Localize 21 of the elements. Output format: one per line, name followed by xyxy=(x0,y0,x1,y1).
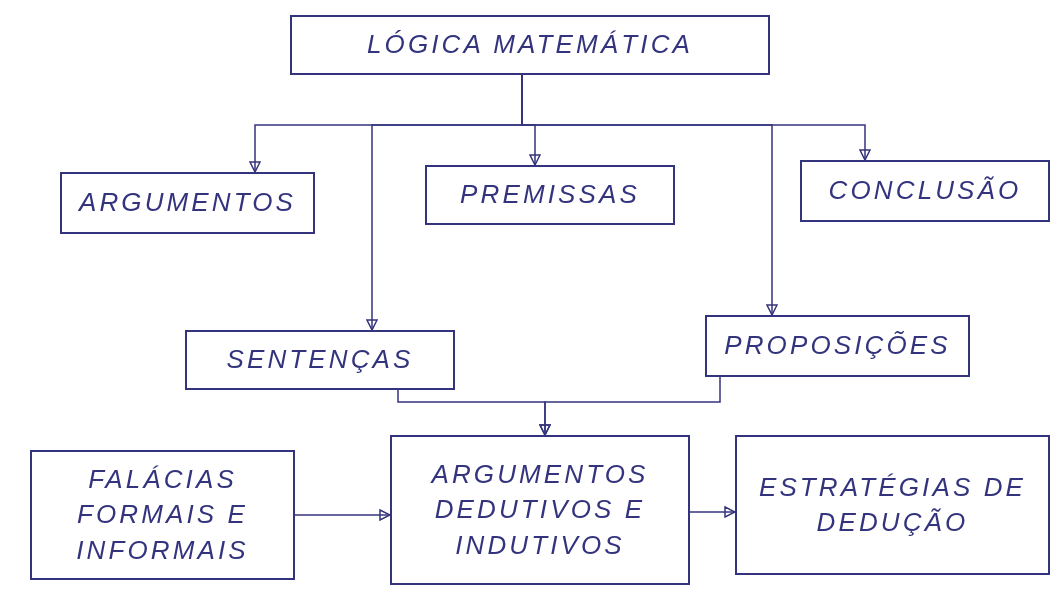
concept-label: ARGUMENTOS DEDUTIVOS E INDUTIVOS xyxy=(429,458,650,562)
concept-box xyxy=(390,435,690,585)
concept-box xyxy=(30,450,295,580)
concept-box xyxy=(425,165,675,225)
connector-arrow xyxy=(294,509,391,521)
concept-label: SENTENÇAS xyxy=(226,343,414,377)
connector-arrow xyxy=(539,376,721,436)
concept-label: FALÁCIAS FORMAIS E INFORMAIS xyxy=(75,463,250,567)
concept-label: ESTRATÉGIAS DE DEDUÇÃO xyxy=(757,470,1028,539)
concept-label: PREMISSAS xyxy=(460,178,640,212)
concept-label: CONCLUSÃO xyxy=(828,174,1022,208)
connector-arrow xyxy=(689,506,736,518)
concept-box xyxy=(185,330,455,390)
concept-label: LÓGICA MATEMÁTICA xyxy=(366,28,694,62)
concept-box xyxy=(705,315,970,377)
concept-box xyxy=(800,160,1050,222)
concept-label: PROPOSIÇÕES xyxy=(724,329,951,363)
concept-label: ARGUMENTOS xyxy=(78,186,297,220)
concept-box xyxy=(290,15,770,75)
concept-box xyxy=(60,172,315,234)
concept-box xyxy=(735,435,1050,575)
